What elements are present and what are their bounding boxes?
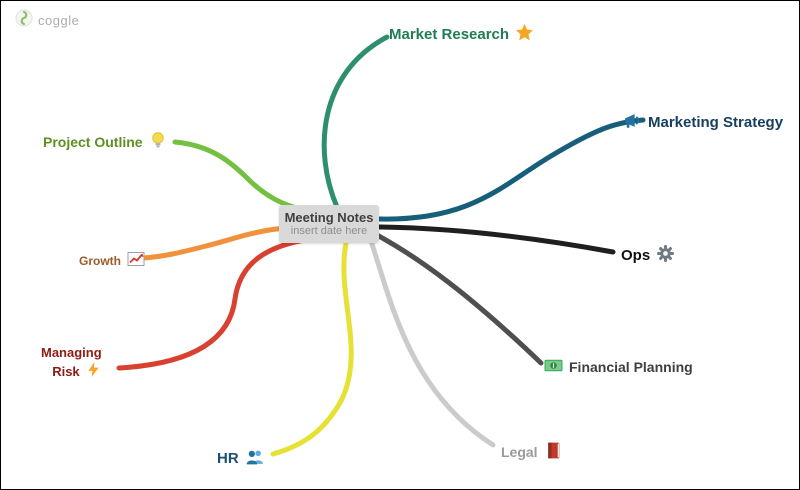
node-marketing-strategy[interactable]: Marketing Strategy xyxy=(623,111,783,134)
coggle-logo[interactable]: coggle xyxy=(15,9,79,32)
node-managing-risk-label-line2: Risk xyxy=(52,363,80,379)
star-icon xyxy=(515,23,534,46)
center-node-subtitle: insert date here xyxy=(290,225,368,237)
money-icon xyxy=(544,356,563,378)
branch-curve-hr[interactable] xyxy=(270,240,354,457)
megaphone-icon xyxy=(623,111,642,134)
node-growth-label: Growth xyxy=(79,253,121,268)
node-legal[interactable]: Legal xyxy=(501,441,563,463)
node-financial-planning[interactable]: Financial Planning xyxy=(544,356,693,378)
branch-curve-financial-planning[interactable] xyxy=(374,232,544,366)
branch-curve-managing-risk[interactable] xyxy=(116,234,336,371)
gear-icon xyxy=(656,244,675,267)
center-node-meeting-notes[interactable]: Meeting Notes insert date here xyxy=(279,205,379,243)
node-marketing-strategy-label: Marketing Strategy xyxy=(648,114,784,131)
branch-curve-ops[interactable] xyxy=(376,224,616,255)
node-legal-label: Legal xyxy=(501,444,538,460)
node-market-research-label: Market Research xyxy=(389,26,510,43)
people-icon xyxy=(245,447,265,470)
node-ops[interactable]: Ops xyxy=(621,244,675,267)
coggle-logo-icon xyxy=(15,9,33,32)
branch-curve-market-research[interactable] xyxy=(321,34,390,210)
node-project-outline-label: Project Outline xyxy=(43,134,143,150)
node-hr[interactable]: HR xyxy=(217,447,265,470)
node-project-outline[interactable]: Project Outline xyxy=(43,131,167,153)
branch-curve-legal[interactable] xyxy=(368,238,496,448)
center-node-title: Meeting Notes xyxy=(284,210,374,225)
book-icon xyxy=(544,441,563,463)
node-market-research[interactable]: Market Research xyxy=(389,23,534,46)
coggle-logo-text: coggle xyxy=(38,13,80,28)
node-ops-label: Ops xyxy=(621,247,651,264)
node-managing-risk[interactable]: Managing Risk xyxy=(41,345,102,381)
node-growth[interactable]: Growth xyxy=(79,250,145,271)
node-hr-label: HR xyxy=(217,450,239,467)
branch-curve-project-outline[interactable] xyxy=(172,139,340,217)
lightning-icon xyxy=(85,361,102,381)
node-financial-planning-label: Financial Planning xyxy=(569,359,693,375)
lightbulb-icon xyxy=(149,131,167,153)
node-managing-risk-label-line1: Managing xyxy=(41,345,102,360)
trending-chart-icon xyxy=(127,250,145,271)
branch-curve-marketing-strategy[interactable] xyxy=(376,117,646,222)
